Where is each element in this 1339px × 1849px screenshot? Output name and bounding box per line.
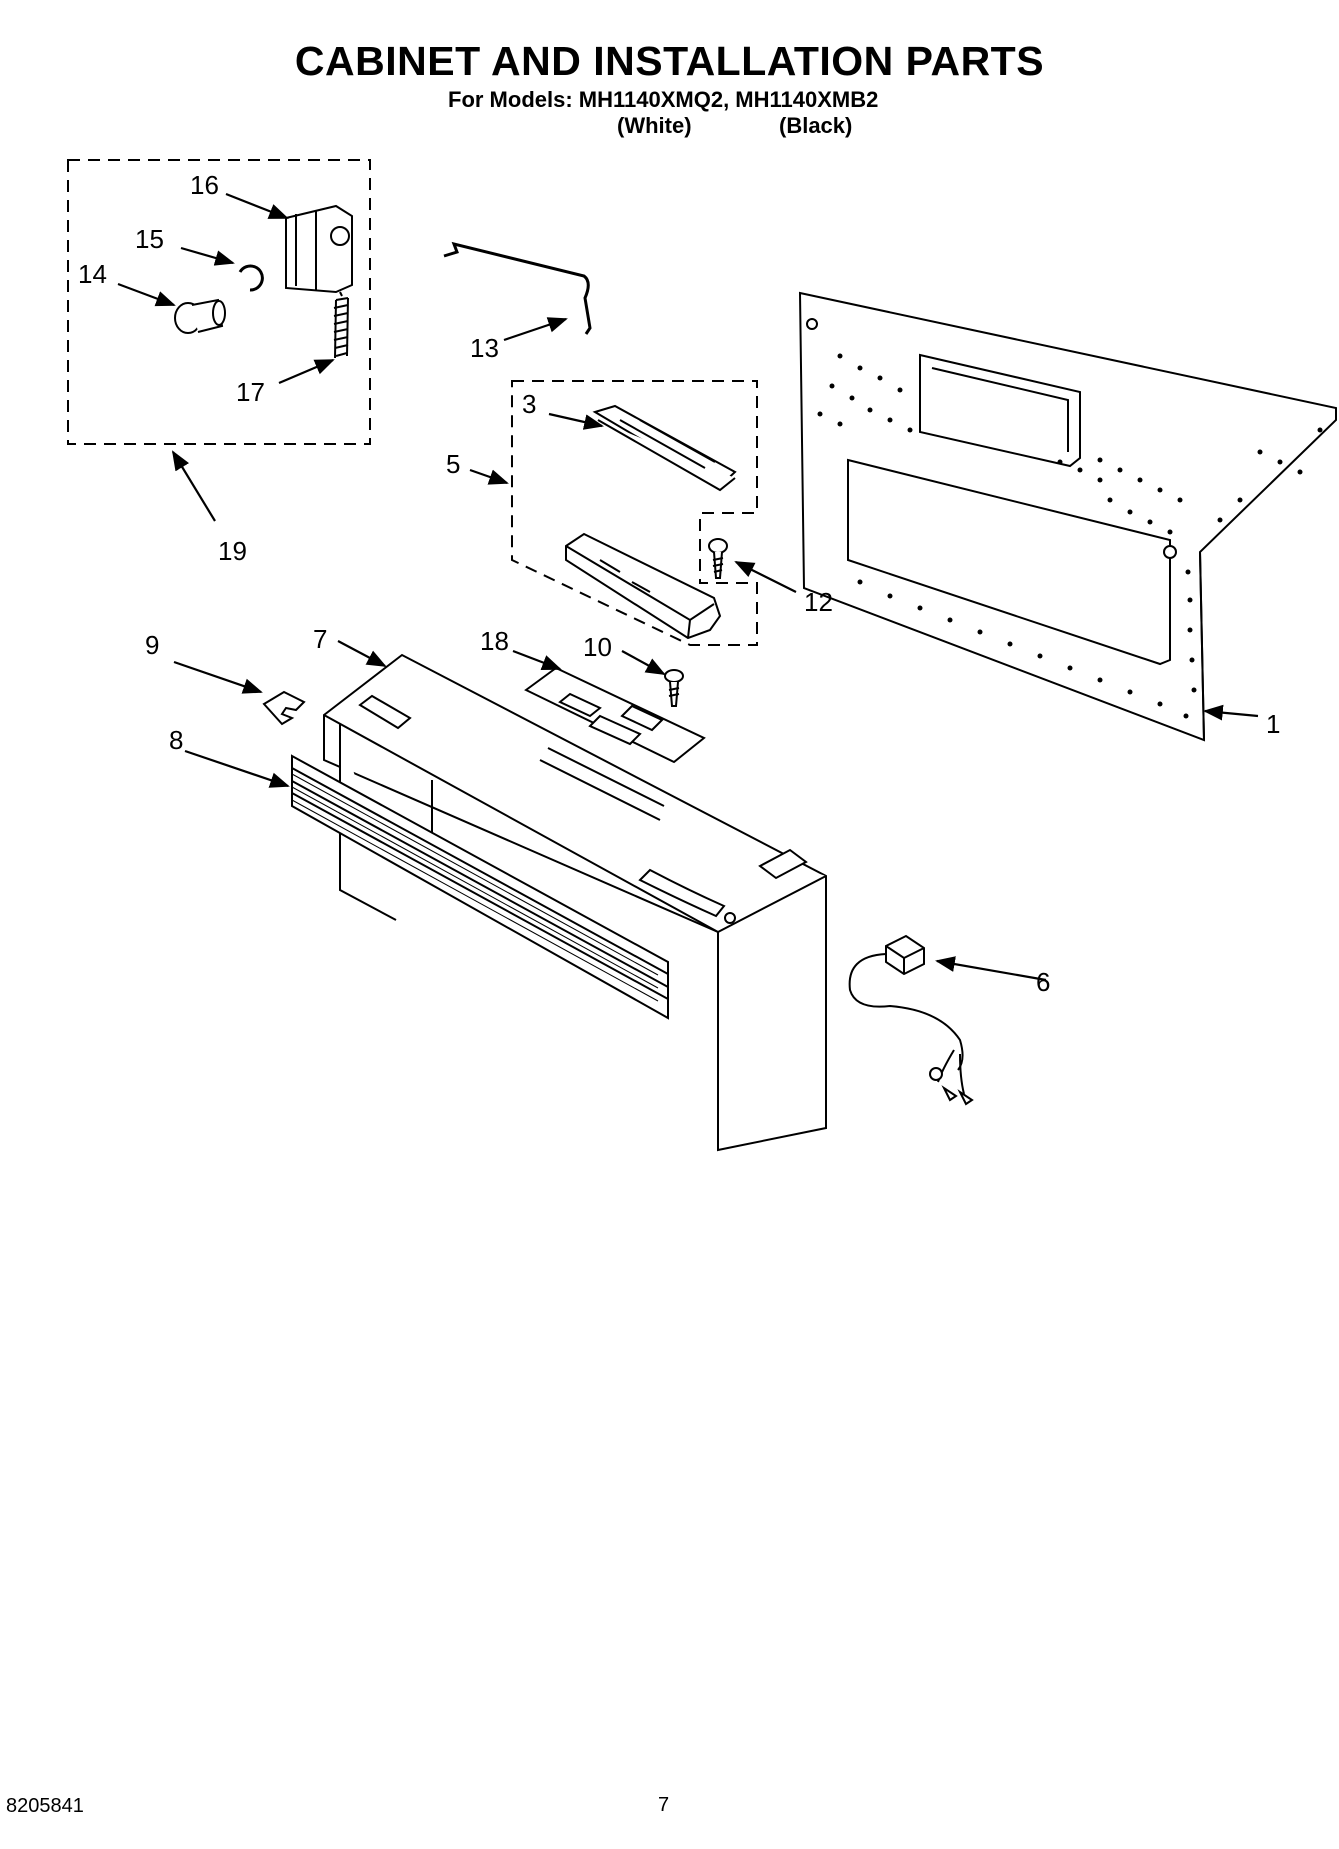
callout-18: 18 bbox=[480, 626, 509, 656]
callout-7: 7 bbox=[313, 624, 327, 654]
screw-10-part bbox=[664, 669, 684, 707]
group-box-19 bbox=[67, 159, 371, 445]
bracket-part bbox=[285, 204, 353, 294]
leader-lines bbox=[117, 192, 1259, 982]
callout-10: 10 bbox=[583, 632, 612, 662]
callout-17: 17 bbox=[236, 377, 265, 407]
duct-part bbox=[565, 532, 722, 640]
callout-14: 14 bbox=[78, 259, 107, 289]
callout-13: 13 bbox=[470, 333, 499, 363]
screw-12-part bbox=[708, 538, 728, 579]
fuse-harness-part bbox=[848, 934, 974, 1106]
models-line: For Models: MH1140XMQ2, MH1140XMB2 bbox=[448, 87, 879, 112]
callout-9: 9 bbox=[145, 630, 159, 660]
callout-1: 1 bbox=[1266, 709, 1280, 739]
mounting-plate-holes bbox=[817, 353, 1323, 719]
grille-part bbox=[291, 754, 669, 1020]
callout-12: 12 bbox=[804, 587, 833, 617]
small-clip-part bbox=[262, 690, 306, 726]
group-box-5 bbox=[511, 380, 758, 646]
callout-8: 8 bbox=[169, 725, 183, 755]
page-title: CABINET AND INSTALLATION PARTS bbox=[294, 38, 1045, 84]
variant-black: (Black) bbox=[779, 113, 853, 138]
callout-19: 19 bbox=[218, 536, 247, 566]
document-number: 8205841 bbox=[6, 1795, 84, 1817]
variant-white: (White) bbox=[617, 113, 692, 138]
cabinet-part bbox=[323, 653, 827, 1152]
callout-6: 6 bbox=[1036, 967, 1050, 997]
page-number: 7 bbox=[658, 1794, 670, 1816]
clip-part bbox=[238, 264, 264, 292]
callout-5: 5 bbox=[446, 449, 460, 479]
damper-plate-part bbox=[592, 404, 737, 492]
vent-plate-part bbox=[524, 666, 706, 821]
callout-16: 16 bbox=[190, 170, 219, 200]
callout-15: 15 bbox=[135, 224, 164, 254]
callout-3: 3 bbox=[522, 389, 536, 419]
wire-part bbox=[443, 241, 592, 335]
pin-part bbox=[174, 298, 226, 334]
mounting-plate-part bbox=[798, 291, 1337, 742]
spring-part bbox=[333, 291, 349, 359]
